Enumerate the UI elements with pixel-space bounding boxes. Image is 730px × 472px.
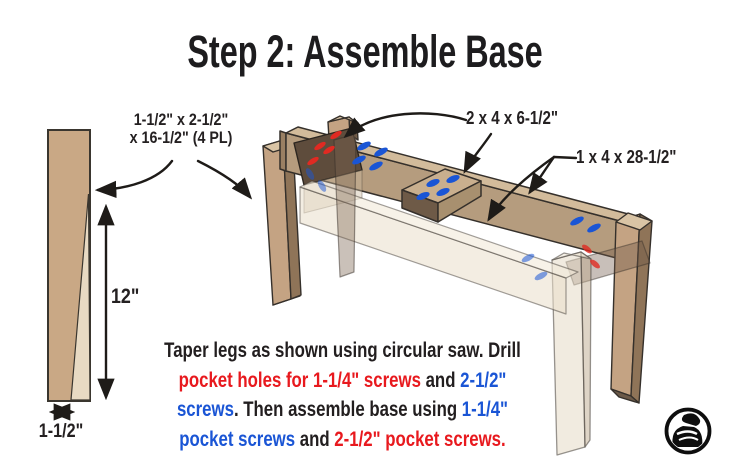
apron-arrow-front-icon [487,155,556,222]
instruction-segment-dark: . Then assemble base using [233,398,462,421]
rear-right-leg [610,212,653,404]
pocket-holes-blue [305,141,601,281]
instruction-line: screws. Then assemble base using 1-1/4" [161,395,525,425]
instruction-segment-dark: Taper legs as shown using circular saw. … [164,339,521,362]
instruction-segment-blue: 2-1/2" [460,368,507,392]
instruction-segment-dark: and [295,427,335,451]
instructions-text: Taper legs as shown using circular saw. … [161,336,525,454]
leg-dimension-note-line2: x 16-1/2" (4 PL) [129,128,233,147]
leg-note-arrow-right-icon [196,159,253,200]
page-title: Step 2: Assemble Base [187,26,543,77]
instruction-segment-blue: pocket screws [179,427,296,451]
apron-leader-line [552,155,578,160]
pocket-holes-red [307,130,600,269]
tapered-leg-detail [47,129,115,421]
woodworker-logo-icon [664,407,712,455]
table-base-isometric [262,115,653,456]
instruction-segment-dark: and [420,368,461,392]
leg-width-dimension: 1-1/2" [38,421,84,442]
cross-support-arrow-rail-icon [343,112,468,139]
instruction-segment-red: 2-1/2" pocket screws. [334,427,506,451]
instruction-segment-blue: screws [176,398,234,421]
leg-dimension-note-line1: 1-1/2" x 2-1/2" [133,110,229,129]
callout-arrows [94,112,578,222]
leg-height-dimension: 12" [111,285,140,308]
instruction-line: Taper legs as shown using circular saw. … [161,336,525,366]
front-apron-ghost [299,180,579,315]
front-left-leg-body [333,133,357,278]
apron-label: 1 x 4 x 28-1/2" [576,147,677,167]
instruction-line: pocket holes for 1-1/4" screws and 2-1/2… [161,366,525,396]
leg-dimension-note: 1-1/2" x 2-1/2" x 16-1/2" (4 PL) [110,111,253,147]
taper-cutoff-wedge [70,193,91,401]
instruction-segment-blue: 1-1/4" [461,398,509,421]
leg-note-arrow-left-icon [94,159,174,199]
instruction-line: pocket screws and 2-1/2" pocket screws. [161,425,525,455]
cross-support-arrow-block-icon [463,132,493,174]
cross-support-label: 2 x 4 x 6-1/2" [466,108,559,128]
apron-arrow-back-icon [528,155,556,195]
instruction-segment-red: pocket holes for 1-1/4" screws [178,368,421,392]
